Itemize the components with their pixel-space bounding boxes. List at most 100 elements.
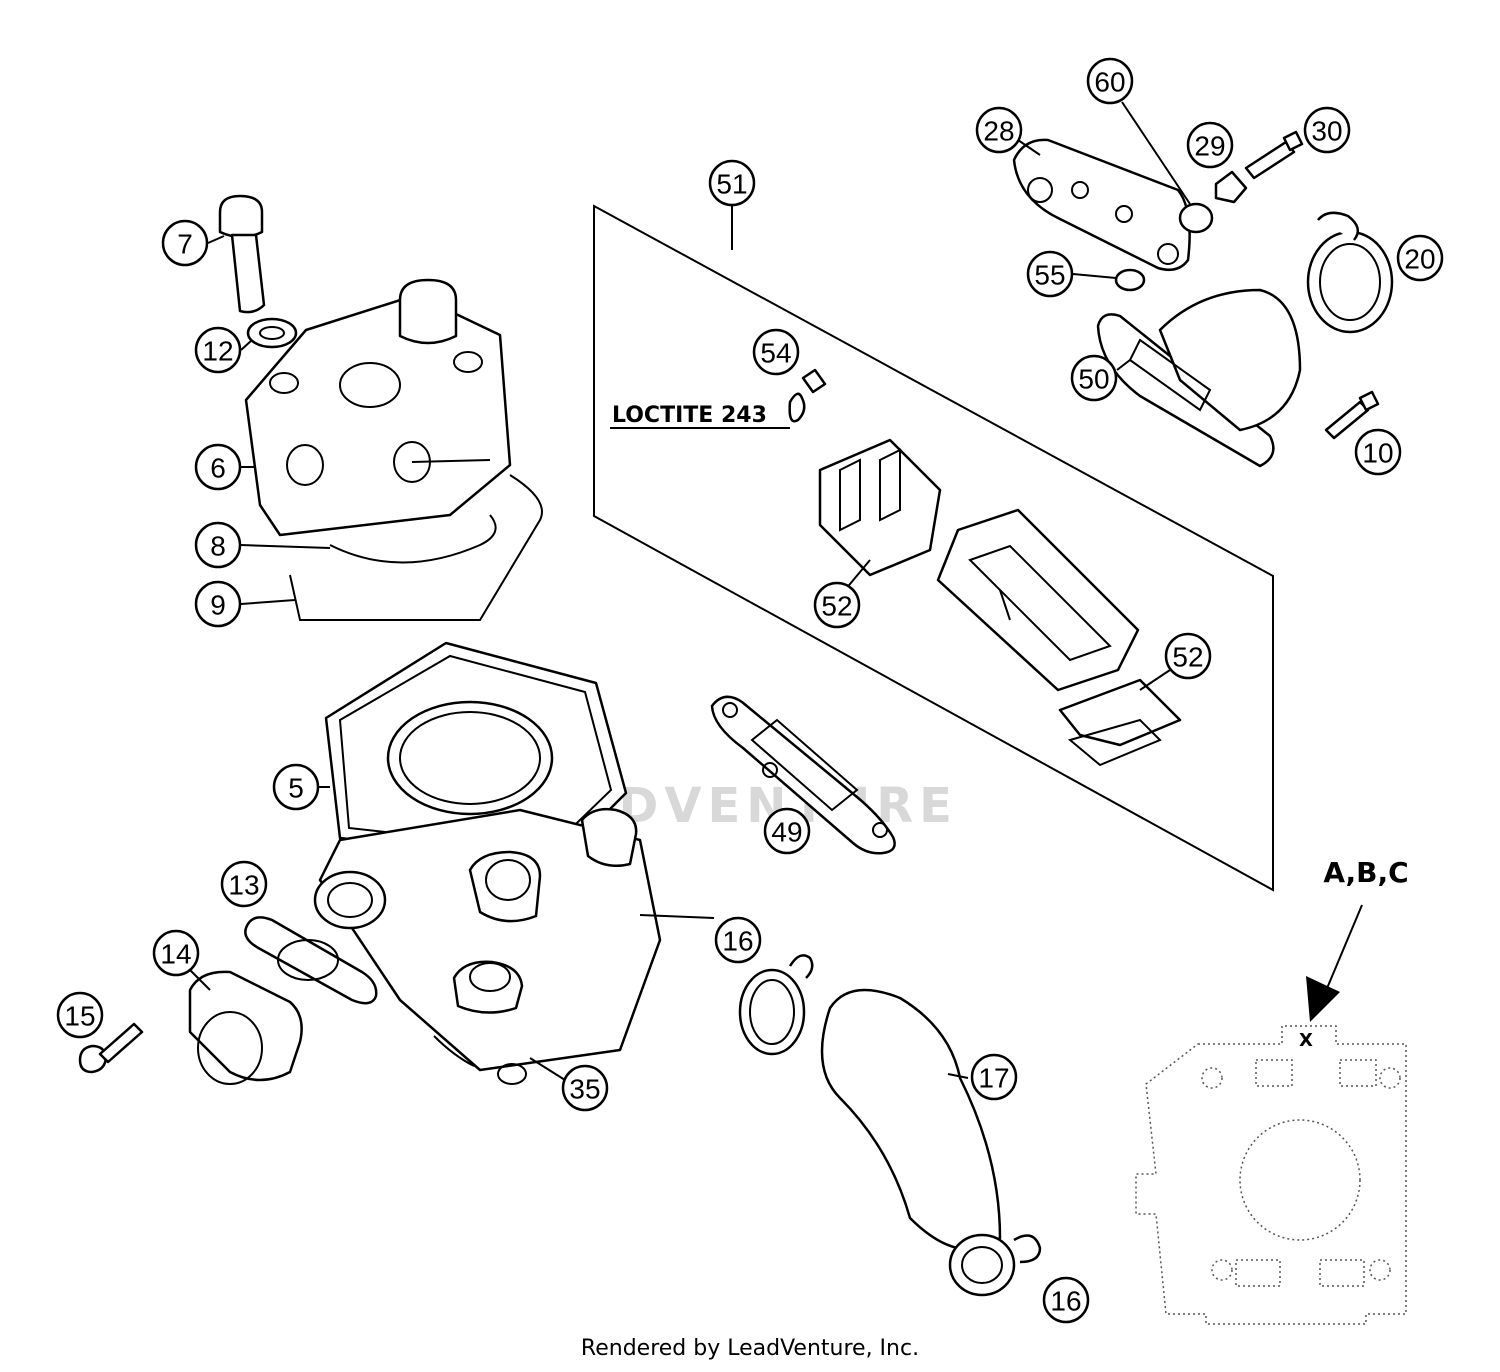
gasket-49 <box>710 695 896 855</box>
exhaust-flange <box>188 969 303 1085</box>
bolt-30 <box>1244 130 1304 180</box>
callout-circle <box>1164 632 1212 680</box>
callout-number: 20 <box>1404 244 1435 275</box>
callout-16: 16 <box>714 916 762 964</box>
callout-circle <box>1186 121 1234 169</box>
callout-number: 13 <box>228 870 259 901</box>
reed-kit-panel <box>593 204 1274 892</box>
cylinder <box>313 641 715 1085</box>
callout-number: 28 <box>983 116 1014 147</box>
callout-circle <box>220 860 268 908</box>
callout-60: 60 <box>1086 57 1134 105</box>
bolt-15 <box>78 1022 144 1074</box>
callout-number: 50 <box>1078 364 1109 395</box>
callout-number: 29 <box>1194 131 1225 162</box>
callout-number: 9 <box>210 590 226 621</box>
callout-number: 60 <box>1094 67 1125 98</box>
callout-circle <box>1070 354 1118 402</box>
washer-12 <box>240 317 298 351</box>
callout-number: 52 <box>1172 642 1203 673</box>
callout-circle <box>813 581 861 629</box>
callout-29: 29 <box>1186 121 1234 169</box>
callout-number: 15 <box>64 1001 95 1032</box>
hose-clamp-upper <box>738 954 814 1056</box>
x-mark: X <box>1299 1030 1313 1051</box>
callout-13: 13 <box>220 860 268 908</box>
callout-circle <box>970 1053 1018 1101</box>
callout-number: 10 <box>1362 438 1393 469</box>
cylinder-head <box>240 278 512 537</box>
callout-28: 28 <box>975 106 1023 154</box>
callout-number: 55 <box>1034 260 1065 291</box>
callout-circle <box>161 219 209 267</box>
abc-label: A,B,C <box>1323 856 1408 889</box>
callout-circle <box>1396 234 1444 282</box>
callout-35: 35 <box>561 1064 609 1112</box>
callout-circle <box>1303 106 1351 154</box>
callout-circle <box>708 159 756 207</box>
head-bolt <box>207 194 266 314</box>
callout-number: 52 <box>821 591 852 622</box>
callout-circle <box>194 521 242 569</box>
callout-number: 17 <box>978 1063 1009 1094</box>
callout-circle <box>194 326 242 374</box>
callout-7: 7 <box>161 219 209 267</box>
intake-manifold-50 <box>1096 288 1302 468</box>
callout-51: 51 <box>708 159 756 207</box>
callout-circle <box>714 916 762 964</box>
reference-outline <box>1135 904 1407 1325</box>
callout-5: 5 <box>272 763 320 811</box>
callout-number: 30 <box>1311 116 1342 147</box>
hose-clamp-lower <box>948 1233 1042 1297</box>
callout-50: 50 <box>1070 354 1118 402</box>
callout-52: 52 <box>1164 632 1212 680</box>
head-o-ring <box>240 514 497 564</box>
head-gasket <box>240 474 543 621</box>
callout-number: 16 <box>722 926 753 957</box>
callout-54: 54 <box>752 328 800 376</box>
washer-55 <box>1072 268 1146 292</box>
callout-12: 12 <box>194 326 242 374</box>
callout-number: 6 <box>210 453 226 484</box>
callout-circle <box>152 929 200 977</box>
loctite-label: LOCTITE 243 <box>612 403 767 428</box>
callout-circle <box>561 1064 609 1112</box>
callout-circle <box>194 580 242 628</box>
callout-number: 35 <box>569 1074 600 1105</box>
callout-number: 7 <box>177 229 193 260</box>
footer-credit: Rendered by LeadVenture, Inc. <box>580 1336 920 1361</box>
callout-circle <box>1026 250 1074 298</box>
grommet-60 <box>1121 101 1214 234</box>
callout-circle <box>56 991 104 1039</box>
callout-14: 14 <box>152 929 200 977</box>
callout-number: 5 <box>288 773 304 804</box>
callout-16: 16 <box>1042 1276 1090 1324</box>
callout-circle <box>1354 428 1402 476</box>
coolant-hose <box>820 988 1002 1251</box>
callout-number: 51 <box>716 169 747 200</box>
callout-circle <box>1042 1276 1090 1324</box>
callout-10: 10 <box>1354 428 1402 476</box>
intake-plate-28 <box>1012 138 1191 271</box>
callout-20: 20 <box>1396 234 1444 282</box>
hose-clamp-20 <box>1306 211 1394 334</box>
callout-number: 54 <box>760 338 791 369</box>
callout-30: 30 <box>1303 106 1351 154</box>
callout-group: 7 12 6 8 9 5 13 14 15 35 16 17 16 49 51 54 52 52 28 60 29 30 2… <box>56 57 1444 1324</box>
callout-number: 14 <box>160 939 191 970</box>
callout-number: 49 <box>771 817 802 848</box>
bolt-10 <box>1324 390 1380 440</box>
callout-number: 12 <box>202 336 233 367</box>
callout-circle <box>194 443 242 491</box>
callout-circle <box>763 807 811 855</box>
callout-49: 49 <box>763 807 811 855</box>
callout-55: 55 <box>1026 250 1074 298</box>
callout-circle <box>1086 57 1134 105</box>
callout-8: 8 <box>194 521 242 569</box>
callout-circle <box>752 328 800 376</box>
gasket-13 <box>244 916 378 1005</box>
callout-9: 9 <box>194 580 242 628</box>
callout-52: 52 <box>813 581 861 629</box>
callout-number: 16 <box>1050 1286 1081 1317</box>
